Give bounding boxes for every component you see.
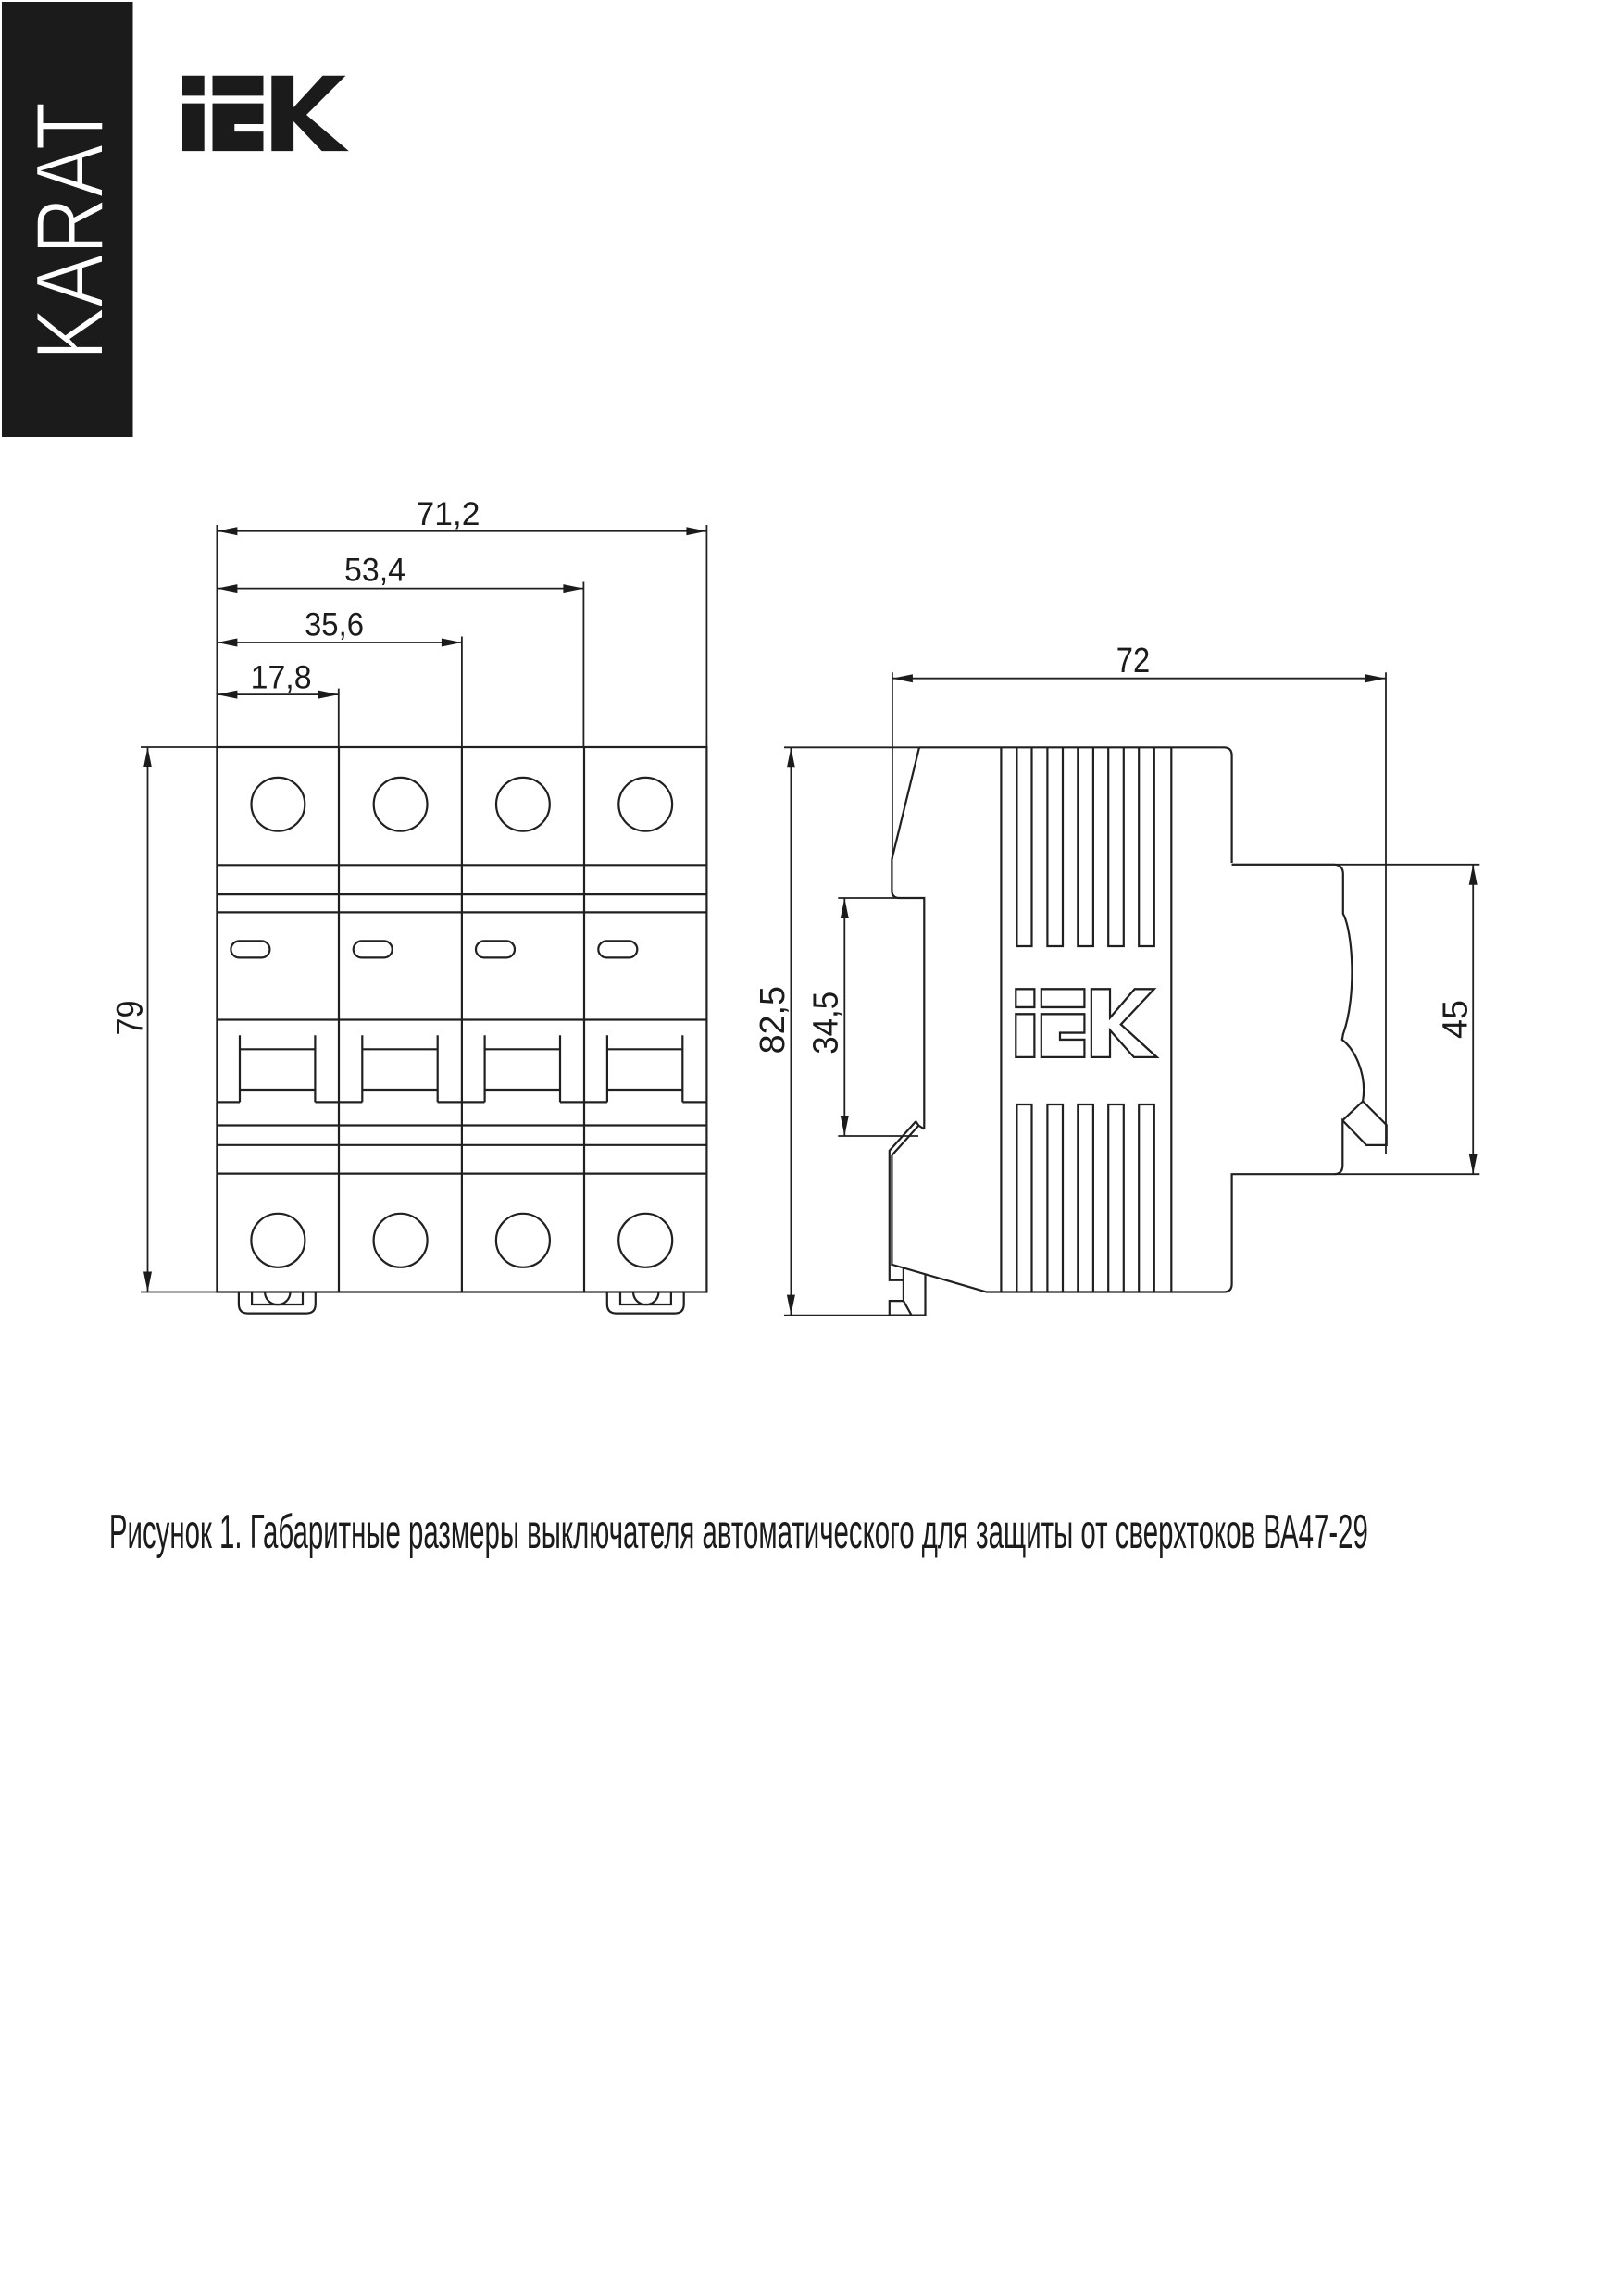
svg-text:71,2: 71,2 [417, 496, 480, 532]
svg-text:17,8: 17,8 [251, 660, 312, 696]
svg-text:KARAT: KARAT [17, 102, 124, 360]
svg-text:79: 79 [110, 1001, 151, 1036]
svg-text:45: 45 [1436, 1000, 1475, 1039]
svg-text:82,5: 82,5 [754, 986, 792, 1054]
svg-text:34,5: 34,5 [807, 992, 846, 1054]
svg-text:Рисунок 1. Габаритные размеры: Рисунок 1. Габаритные размеры выключател… [109, 1505, 1368, 1559]
svg-text:35,6: 35,6 [305, 607, 364, 643]
svg-text:53,4: 53,4 [344, 553, 405, 589]
svg-text:72: 72 [1116, 642, 1150, 680]
